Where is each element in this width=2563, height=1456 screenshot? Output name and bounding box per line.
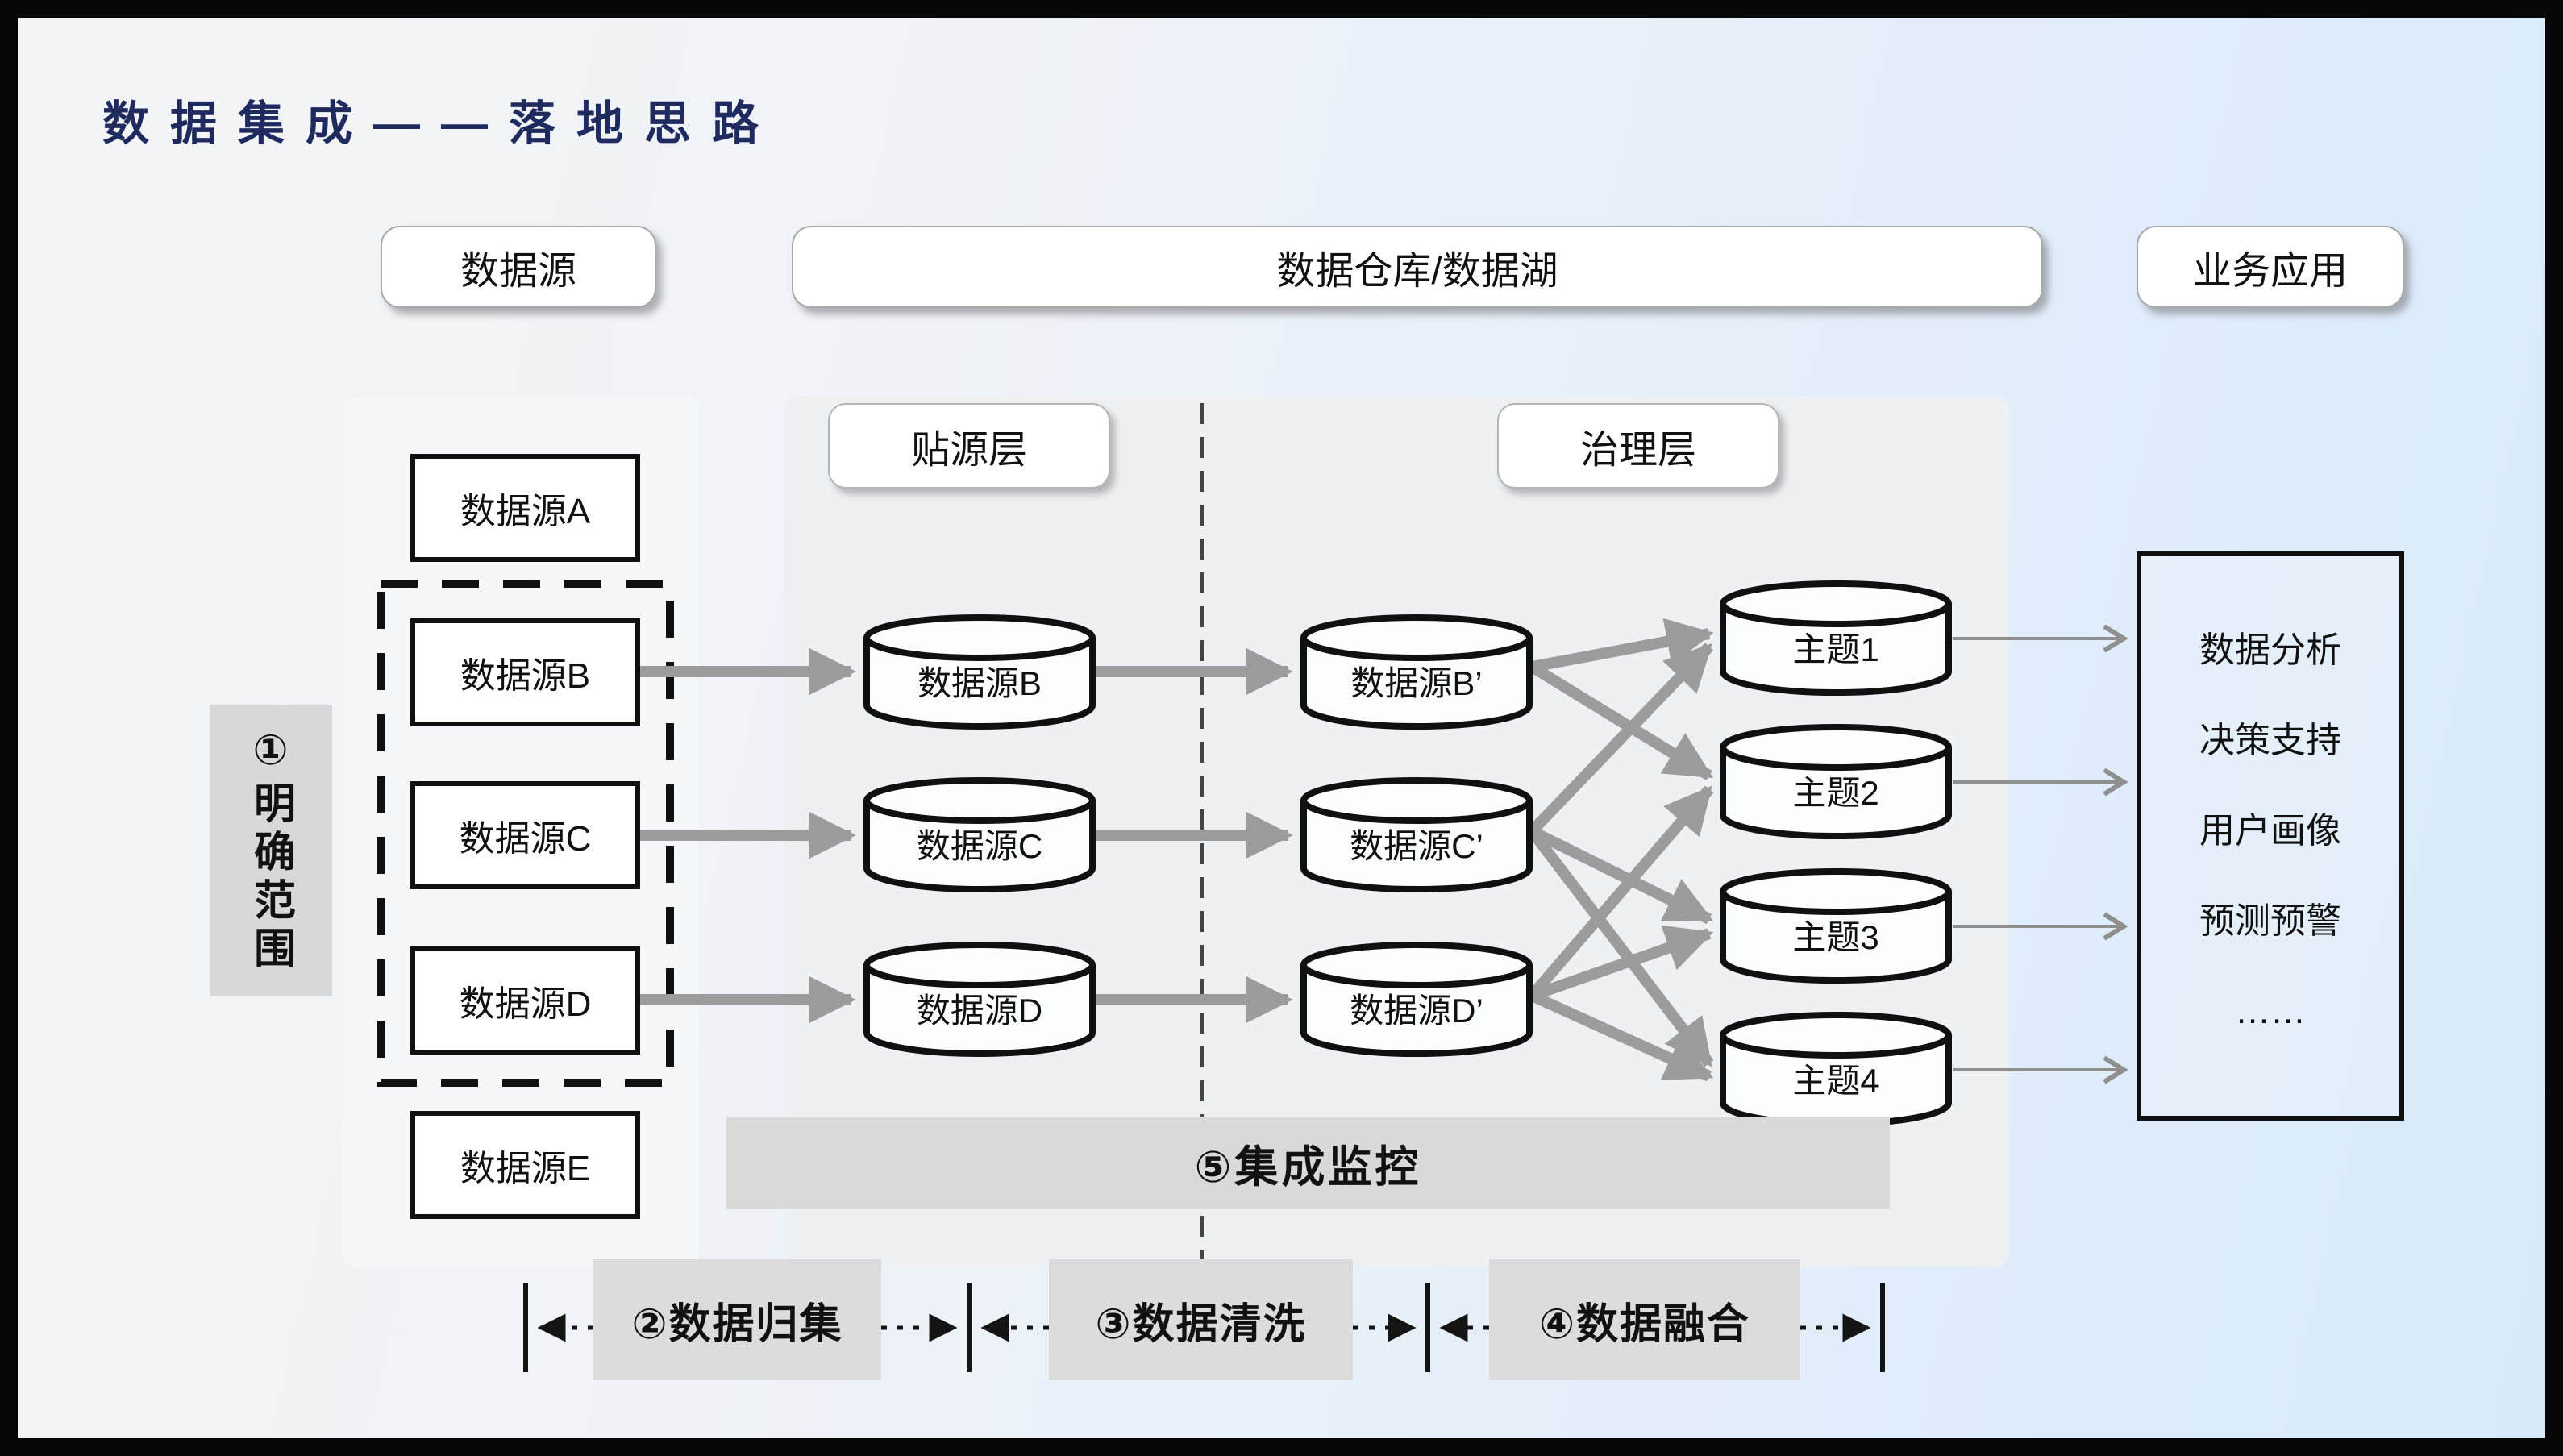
governance-cylinder-d-label: 数据源D’	[1350, 991, 1483, 1030]
step3-clean-label: ③数据清洗	[1049, 1259, 1353, 1380]
staging-cylinder-d: 数据源D	[863, 941, 1096, 1059]
source-box-a: 数据源A	[410, 454, 640, 562]
staging-cylinder-c-label: 数据源C	[916, 826, 1043, 865]
topic-cylinder-3-label: 主题3	[1792, 917, 1879, 956]
topic-cylinder-2-label: 主题2	[1792, 773, 1879, 812]
step5-monitor-bar: ⑤集成监控	[726, 1117, 1890, 1209]
governance-cylinder-c: 数据源C’	[1300, 776, 1533, 894]
topic-cylinder-2: 主题2	[1719, 723, 1953, 841]
phase-ticks	[523, 1283, 1885, 1372]
business-item-ellipsis: ……	[2235, 992, 2306, 1031]
business-item-decision: 决策支持	[2199, 721, 2341, 760]
staging-layer-pill: 贴源层	[828, 403, 1110, 489]
connector-layer	[377, 403, 2128, 1372]
step1-scope-label: ①明确范围	[210, 705, 332, 996]
governance-layer-pill: 治理层	[1497, 403, 1779, 489]
business-item-forecast: 预测预警	[2199, 901, 2341, 941]
source-box-d: 数据源D	[410, 946, 640, 1055]
fuse-arrows	[1527, 618, 1714, 1082]
topic-cylinder-3: 主题3	[1719, 867, 1953, 985]
staging-cylinder-d-label: 数据源D	[916, 991, 1043, 1030]
business-app-box: 数据分析 决策支持 用户画像 预测预警 ……	[2137, 551, 2404, 1121]
topic-cylinder-1: 主题1	[1719, 580, 1953, 697]
source-box-e: 数据源E	[410, 1111, 640, 1219]
source-box-b: 数据源B	[410, 618, 640, 726]
header-data-source: 数据源	[381, 226, 656, 308]
governance-cylinder-d: 数据源D’	[1300, 941, 1533, 1059]
governance-cylinder-c-label: 数据源C’	[1350, 826, 1483, 865]
business-item-profile: 用户画像	[2199, 811, 2341, 851]
header-data-warehouse: 数据仓库/数据湖	[792, 226, 2043, 308]
scope-dashed-rect	[377, 580, 674, 1087]
business-item-analysis: 数据分析	[2199, 630, 2341, 670]
header-business-app: 业务应用	[2137, 226, 2404, 308]
topic-cylinder-1-label: 主题1	[1792, 630, 1879, 668]
topic-cylinder-4: 主题4	[1719, 1011, 1953, 1129]
staging-cylinder-b: 数据源B	[863, 614, 1096, 731]
governance-cylinder-b: 数据源B’	[1300, 614, 1533, 731]
collect-arrows	[639, 647, 856, 1024]
topic-cylinder-4-label: 主题4	[1792, 1061, 1879, 1100]
staging-cylinder-b-label: 数据源B	[917, 664, 1042, 702]
page-title: 数据集成——落地思路	[102, 98, 780, 150]
step4-fuse-label: ④数据融合	[1489, 1259, 1800, 1380]
source-box-c: 数据源C	[410, 781, 640, 889]
staging-cylinder-c: 数据源C	[863, 776, 1096, 894]
step2-collect-label: ②数据归集	[593, 1259, 881, 1380]
clean-arrows	[1096, 647, 1293, 1024]
topic-to-business-arrows	[1953, 624, 2128, 1084]
governance-cylinder-b-label: 数据源B’	[1350, 664, 1483, 702]
